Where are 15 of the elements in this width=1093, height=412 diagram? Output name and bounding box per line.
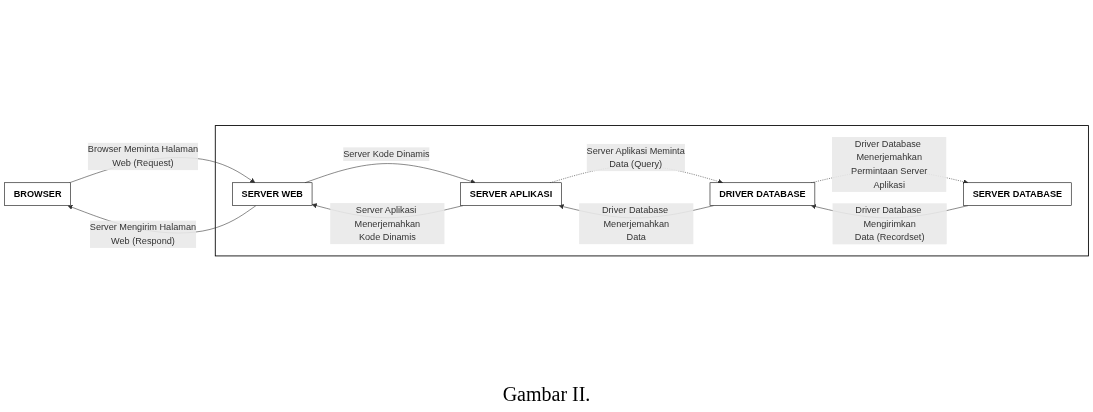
node-box: SERVER WEB [232,182,313,206]
node-box: DRIVER DATABASE [709,182,816,206]
edge-label: Server Kode Dinamis [343,148,430,159]
edge-label: Server Aplikasi Meminta Data (Query) [586,145,685,169]
figure-caption: Gambar II. [502,382,591,407]
edge-label: Server Mengirim Halaman Web (Respond) [89,221,197,246]
edge-label: Driver Database Menerjemahkan Permintaan Server Aplikasi [851,138,928,190]
node-box: BROWSER [4,182,71,206]
edge-label: Server Aplikasi Menerjemahkan Kode Dinamis [354,204,421,242]
edge-label: Driver Database Mengirimkan Data (Recordset) [854,204,925,242]
node-box: SERVER DATABASE [963,182,1072,206]
cluster [214,124,1089,257]
edge-label: Driver Database Menerjemahkan Data [601,204,670,242]
node-box: SERVER APLIKASI [460,182,562,206]
edge-label: Browser Meminta Halaman Web (Request) [87,144,199,168]
